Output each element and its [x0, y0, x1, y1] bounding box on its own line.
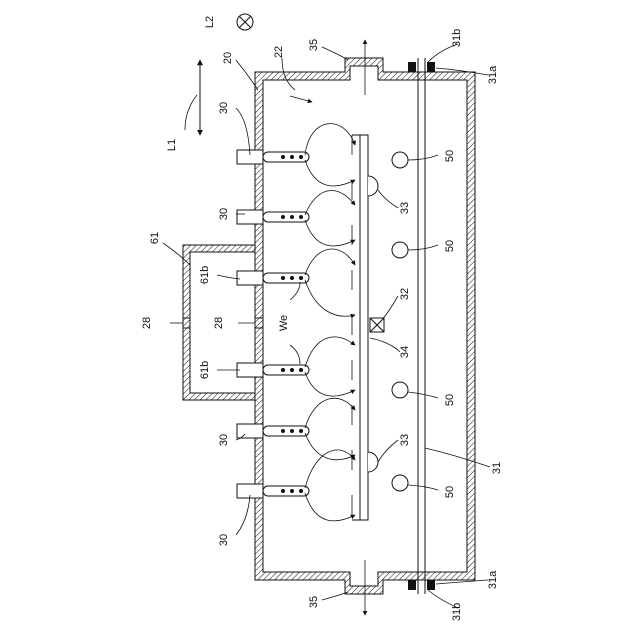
label-22: 22	[273, 46, 285, 58]
label-30-2: 30	[218, 208, 230, 220]
label-28-outer: 28	[141, 317, 153, 329]
support-roller	[368, 452, 378, 472]
heater	[392, 242, 408, 258]
label-61b-2: 61b	[199, 361, 211, 379]
label-20: 20	[222, 52, 234, 64]
evaporation-source	[237, 210, 309, 224]
vapor-flow-arrows	[290, 40, 365, 615]
support-roller	[368, 176, 378, 196]
label-31: 31	[491, 462, 503, 474]
label-30-3: 30	[218, 434, 230, 446]
label-50-3: 50	[444, 394, 456, 406]
label-34: 34	[399, 346, 411, 358]
label-31b-top: 31b	[451, 29, 463, 47]
heater	[392, 475, 408, 491]
label-31b-bottom: 31b	[451, 603, 463, 621]
evaporation-source	[237, 150, 309, 164]
heater	[392, 382, 408, 398]
label-33-2: 33	[399, 434, 411, 446]
l2-direction-icon	[237, 14, 253, 30]
evaporation-source	[237, 271, 309, 285]
label-50-4: 50	[444, 486, 456, 498]
label-35-top: 35	[308, 39, 320, 51]
label-50-2: 50	[444, 240, 456, 252]
label-28-inner: 28	[213, 317, 225, 329]
label-31a-bottom: 31a	[487, 570, 499, 589]
evaporation-source	[237, 363, 309, 377]
label-31a-top: 31a	[487, 65, 499, 84]
label-35-bottom: 35	[308, 596, 320, 608]
label-61b-1: 61b	[199, 266, 211, 284]
label-30-1: 30	[218, 102, 230, 114]
rotation-shaft	[408, 58, 435, 594]
heater	[392, 152, 408, 168]
label-l2: L2	[204, 16, 216, 28]
label-we: We	[278, 315, 290, 331]
evaporation-source	[237, 484, 309, 498]
label-61: 61	[149, 232, 161, 244]
label-33-1: 33	[399, 202, 411, 214]
substrate-holder	[352, 135, 368, 520]
rotation-mechanism	[370, 318, 384, 332]
label-30-4: 30	[218, 534, 230, 546]
label-32: 32	[399, 288, 411, 300]
label-l1: L1	[166, 139, 178, 151]
evaporation-source	[237, 424, 309, 438]
label-50-1: 50	[444, 150, 456, 162]
